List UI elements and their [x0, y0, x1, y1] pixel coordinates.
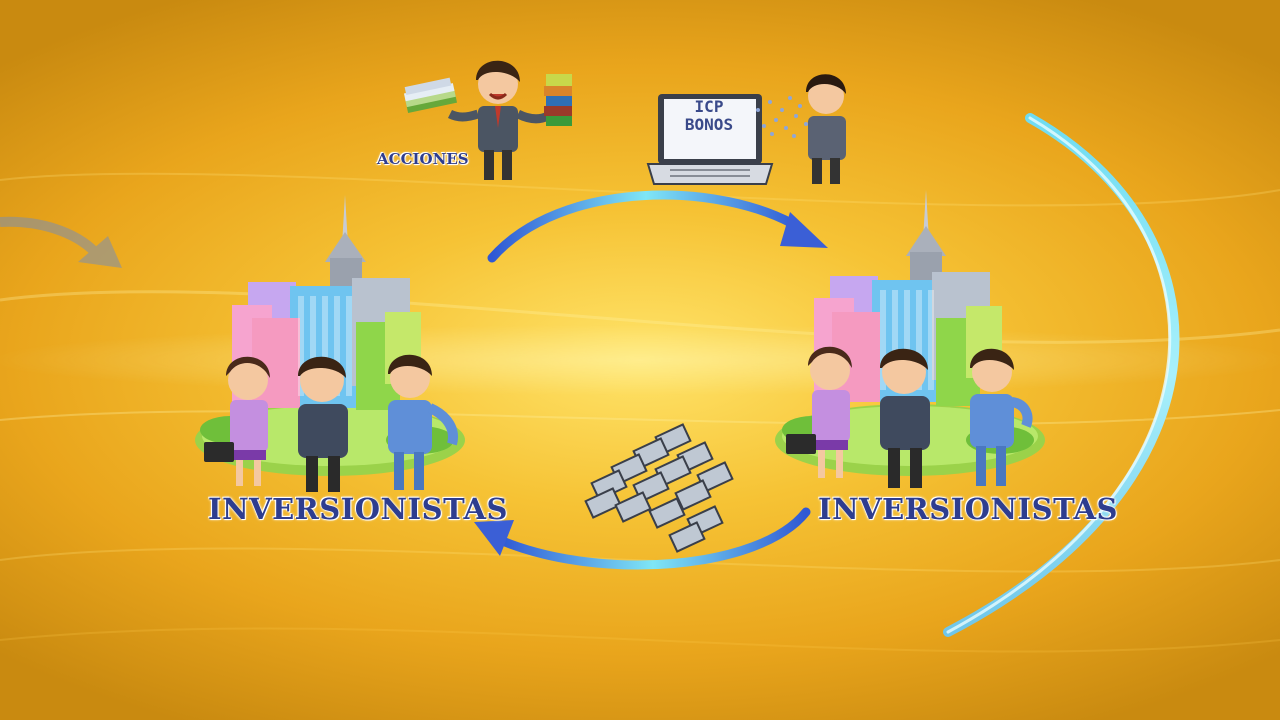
large-arc-icon	[943, 113, 1180, 637]
flow-arrow-bottom-icon	[474, 507, 811, 570]
investors-right-label: INVERSIONISTAS	[818, 492, 1119, 526]
investor-group-left-icon	[195, 195, 465, 492]
laptop-bonds-icon	[646, 74, 846, 185]
left-incoming-arrow-icon	[0, 216, 122, 268]
investors-left-label: INVERSIONISTAS	[208, 492, 509, 526]
background-streaks	[0, 172, 1280, 653]
laptop-screen-text: ICP BONOS	[664, 98, 754, 134]
stocks-label: ACCIONES	[377, 150, 469, 168]
flow-arrow-top-icon	[487, 190, 828, 263]
stocks-presenter-icon	[403, 60, 572, 180]
laptop-line-bonos: BONOS	[684, 115, 734, 134]
cash-stack-icon	[584, 423, 734, 553]
laptop-line-icp: ICP	[694, 97, 724, 116]
investor-group-right-icon	[775, 190, 1045, 488]
